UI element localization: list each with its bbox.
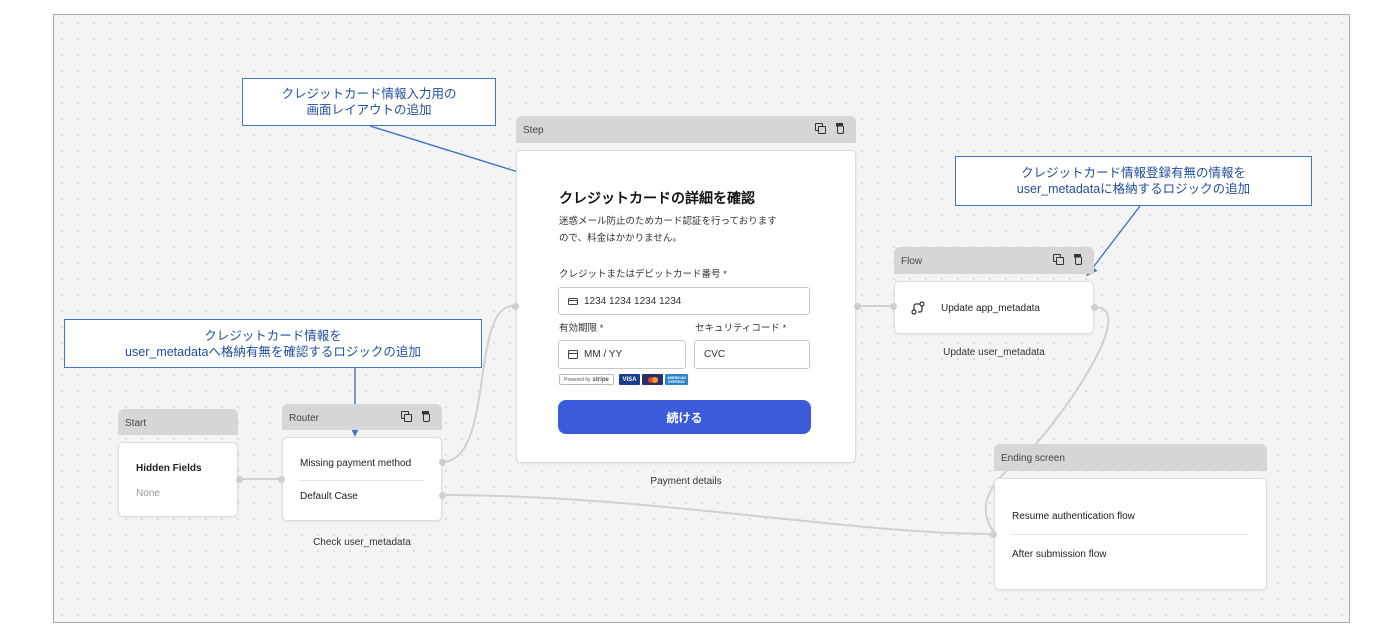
ending-row-divider	[1012, 534, 1249, 535]
trash-icon[interactable]	[421, 411, 432, 422]
expiry-label: 有効期限 *	[559, 323, 604, 334]
router-output-port-default[interactable]	[439, 492, 446, 499]
trash-icon[interactable]	[1073, 254, 1084, 265]
step-output-port[interactable]	[854, 303, 861, 310]
ending-node[interactable]: Resume authentication flow After submiss…	[994, 478, 1267, 590]
flow-node-header[interactable]: Flow	[894, 247, 1094, 274]
amex-badge: AMERICAN EXPRESS	[665, 374, 688, 385]
step-caption: Payment details	[650, 476, 722, 487]
step-input-port[interactable]	[512, 303, 519, 310]
flow-action-label: Update app_metadata	[941, 303, 1040, 314]
expiry-input[interactable]: MM / YY	[558, 340, 686, 369]
copy-icon[interactable]	[1053, 254, 1064, 265]
callout-router-logic: クレジットカード情報を user_metadataへ格納有無を確認するロジックの…	[64, 319, 482, 368]
flow-node[interactable]: Update app_metadata	[894, 281, 1094, 334]
router-node[interactable]: Missing payment method Default Case	[282, 437, 442, 521]
step-node-header[interactable]: Step	[516, 116, 856, 143]
callout-flow-logic: クレジットカード情報登録有無の情報を user_metadataに格納するロジッ…	[955, 156, 1312, 206]
start-node[interactable]: Hidden Fields None	[118, 442, 238, 517]
mastercard-badge	[642, 374, 663, 385]
start-output-port[interactable]	[236, 476, 243, 483]
continue-button[interactable]: 続ける	[558, 400, 811, 434]
cvc-label: セキュリティコード *	[695, 323, 787, 334]
router-node-header[interactable]: Router	[282, 404, 442, 430]
router-row-missing-payment[interactable]: Missing payment method	[300, 458, 412, 469]
trash-icon[interactable]	[835, 123, 846, 134]
payment-form-title: クレジットカードの詳細を確認	[559, 190, 755, 206]
hidden-fields-title: Hidden Fields	[136, 463, 202, 474]
credit-card-icon	[568, 297, 578, 305]
start-node-header[interactable]: Start	[118, 409, 238, 435]
flow-input-port[interactable]	[890, 303, 897, 310]
copy-icon[interactable]	[815, 123, 826, 134]
step-node[interactable]: クレジットカードの詳細を確認 迷惑メール防止のためカード認証を行っております の…	[516, 150, 856, 463]
mastercard-icon	[647, 376, 654, 383]
ending-node-header[interactable]: Ending screen	[994, 444, 1267, 471]
ending-row-after-submission[interactable]: After submission flow	[1012, 549, 1107, 560]
calendar-icon	[568, 350, 578, 359]
router-row-divider	[300, 480, 424, 481]
ending-row-resume-auth[interactable]: Resume authentication flow	[1012, 511, 1135, 522]
flow-icon	[911, 301, 925, 315]
payment-form-desc-line2: ので、料金はかかりません。	[559, 233, 682, 244]
visa-badge: VISA	[619, 374, 640, 385]
flow-output-port[interactable]	[1091, 304, 1098, 311]
ending-input-port[interactable]	[990, 531, 997, 538]
powered-by-stripe-badge: Powered by stripe	[559, 374, 614, 385]
copy-icon[interactable]	[401, 411, 412, 422]
hidden-fields-value: None	[136, 488, 160, 499]
card-number-input[interactable]: 1234 1234 1234 1234	[558, 287, 810, 315]
payment-form-desc-line1: 迷惑メール防止のためカード認証を行っております	[559, 216, 777, 227]
card-number-label: クレジットまたはデビットカード番号 *	[559, 269, 727, 280]
flow-caption: Update user_metadata	[943, 347, 1045, 358]
callout-step-layout: クレジットカード情報入力用の 画面レイアウトの追加	[242, 78, 496, 126]
router-caption: Check user_metadata	[313, 537, 411, 548]
router-input-port[interactable]	[278, 476, 285, 483]
router-output-port-missing[interactable]	[439, 459, 446, 466]
router-row-default-case[interactable]: Default Case	[300, 491, 358, 502]
cvc-input[interactable]: CVC	[694, 340, 810, 369]
